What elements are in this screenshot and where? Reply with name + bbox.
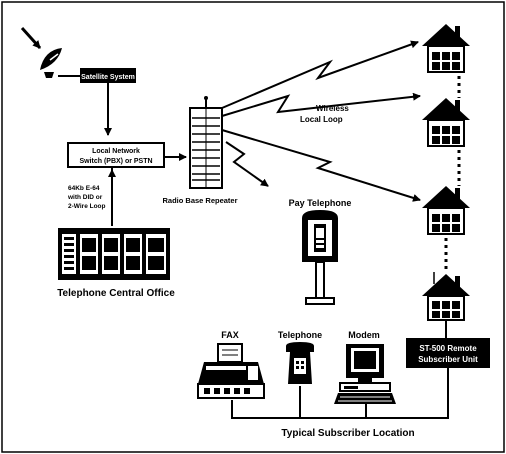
local-network-switch-box: Local Network Switch (PBX) or PSTN [67,142,165,168]
modem-label: Modem [348,330,380,340]
local-network-label-line2: Switch (PBX) or PSTN [79,158,152,165]
house-icon-3 [422,186,470,235]
wireless-label-line2: Local Loop [300,115,343,124]
remote-subscriber-unit-box: ST-500 Remote Subscriber Unit [406,338,490,368]
local-network-label-line1: Local Network [92,148,140,155]
telephone-icon [286,342,314,384]
pay-telephone-label: Pay Telephone [289,198,352,208]
wireless-label-line1: Wireless [316,104,349,113]
trunk-label-line1: 64Kb E-64 [68,185,100,192]
radio-base-label: Radio Base Repeater [162,196,237,205]
satellite-system-box: Satellite System [80,68,136,83]
central-office-label: Telephone Central Office [57,288,175,299]
trunk-label-line3: 2-Wire Loop [68,203,106,210]
fax-label: FAX [221,330,239,340]
subscriber-location-label: Typical Subscriber Location [281,428,414,439]
subscriber-bus-line [231,368,449,419]
modem-computer-icon [334,344,396,404]
house-icon-1 [422,24,470,73]
radio-base-repeater-icon [189,96,223,189]
house-icon-2 [422,98,470,147]
satellite-dish-icon [20,26,80,78]
wireless-link-house3 [221,129,421,202]
pay-telephone-icon [302,210,338,305]
telephone-label: Telephone [278,330,322,340]
remote-unit-label-line2: Subscriber Unit [418,355,478,364]
fax-machine-icon [197,343,265,399]
central-office-equipment-icon [58,228,170,280]
wireless-link-house1 [221,40,419,109]
satellite-system-label: Satellite System [81,74,135,81]
wireless-link-house2 [221,92,421,117]
house-icon-4 [422,272,470,321]
wireless-link-pay-phone [225,141,269,187]
trunk-label-line2: with DID or [67,194,103,201]
remote-unit-label-line1: ST-500 Remote [419,344,477,353]
